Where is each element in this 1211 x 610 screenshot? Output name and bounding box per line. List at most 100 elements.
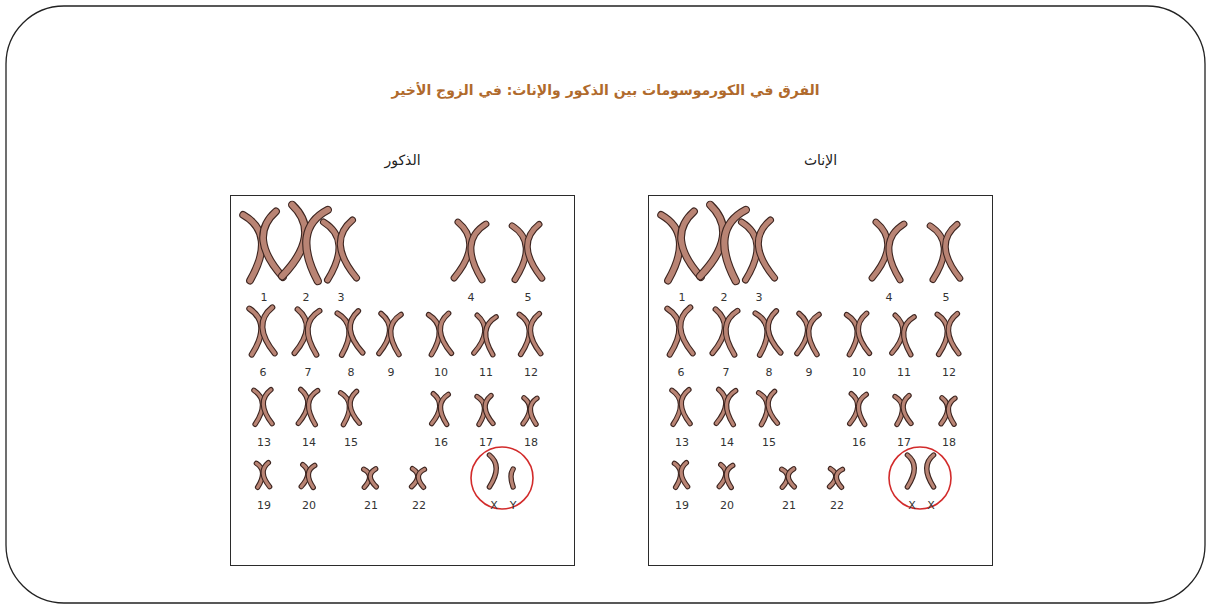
chromatid-outline [348,311,362,354]
chromosome-pair [429,313,452,354]
chromosome-number: 6 [678,366,685,380]
chromosome-number: 18 [942,436,956,450]
number-slot: 15 [344,431,358,450]
chromatid [767,391,777,424]
chromosome-number: 17 [897,436,911,450]
chromatid-outline [726,465,733,487]
chromatid [726,465,733,487]
chromatid-outline [307,390,317,424]
chromosome-pair [712,309,737,354]
chromosome-number: 15 [762,436,776,450]
chromatid [348,311,362,354]
chromosome-pair [519,314,540,355]
title-slot: الفرق في الكورموسومات بين الذكور والإناث… [0,80,1211,99]
karyotype-box: الذكور1234567891011121314151617181920212… [230,195,575,566]
chromatid [484,396,493,424]
chromosome-number: 16 [434,436,448,450]
number-slot: 7 [723,361,730,380]
chromatid-outline [526,224,542,279]
chromatid [724,310,737,355]
chromatid-outline [681,390,690,424]
number-slot: 7 [305,361,312,380]
chromatid-outline [757,220,775,279]
chromatid [349,391,359,424]
chromosome-pair [294,309,319,354]
chromatid [807,314,819,354]
chromosome-pair [379,314,401,355]
number-slot: 9 [806,361,813,380]
chromosome-number: 9 [388,366,395,380]
number-slot: 3 [338,286,345,305]
number-slot: 13 [675,431,689,450]
chromosome-number: 8 [766,366,773,380]
chromatid [679,307,692,354]
chromosome-number: 12 [524,366,538,380]
diagram-title: الفرق في الكورموسومات بين الذكور والإناث… [391,82,819,98]
chromatid-outline [902,316,914,355]
chromosome-pair [892,315,914,355]
number-slot: 5 [525,286,532,305]
number-slot: 18 [524,431,538,450]
number-slot: 4 [886,286,893,305]
chromosome-pair [937,314,958,355]
chromatid [902,396,911,424]
number-slot: 22 [830,494,844,513]
chromosome-pair [254,390,272,425]
chromatid-outline [766,311,780,354]
karyotype [243,205,542,509]
chromatid [887,223,904,280]
chromosome-number: 3 [338,291,345,305]
number-slot: 4 [468,286,475,305]
chromatid-outline [944,224,960,279]
chromatid-outline [484,316,496,355]
chromatid [857,313,869,354]
chromosome-pair [719,465,733,488]
number-slot: 15 [762,431,776,450]
chromosome-pair [667,307,692,354]
chromatid-outline [349,391,359,424]
chromosome-number: 5 [943,291,950,305]
number-slot: 10 [434,361,448,380]
chromosome-pair [759,391,778,424]
sex-chromosome [907,455,914,487]
chromatid [907,455,914,487]
chromosome-number: 21 [364,499,378,513]
chromatid [261,307,274,354]
chromatid [389,314,401,354]
chromatid-outline [725,390,735,424]
chromosome-number: 5 [525,291,532,305]
chromosome-number: 20 [720,499,734,513]
chromatid-outline [339,220,357,279]
chromosome-pair [243,211,283,280]
chromosome-number: 6 [260,366,267,380]
chromatid [307,390,317,424]
chromatid-outline [857,313,869,354]
chromatid-outline [788,469,794,487]
chromatid [902,316,914,355]
chromosome-number: 22 [412,499,426,513]
chromatid [306,310,319,355]
chromosome-number: Y [510,499,517,513]
chromatid-outline [678,211,700,278]
number-slot: 18 [942,431,956,450]
chromatid-outline [389,314,401,354]
number-slot: 16 [852,431,866,450]
chromosome-number: 18 [524,436,538,450]
highlight-circle [471,447,533,509]
chromosome-pair [454,222,486,280]
chromatid [944,224,960,279]
chromatid-outline [308,465,315,487]
chromatid-outline [301,207,328,281]
chromosome-number: 15 [344,436,358,450]
number-slot: 14 [720,431,734,450]
outer-frame [6,6,1205,603]
box-heading: الذكور [384,152,420,168]
chromatid [489,455,496,487]
chromosome-number: 1 [679,291,686,305]
chromatid-outline [807,314,819,354]
number-slot: 10 [852,361,866,380]
chromatid-outline [887,223,904,280]
chromatid [858,394,867,424]
chromosome-pair [324,220,357,280]
